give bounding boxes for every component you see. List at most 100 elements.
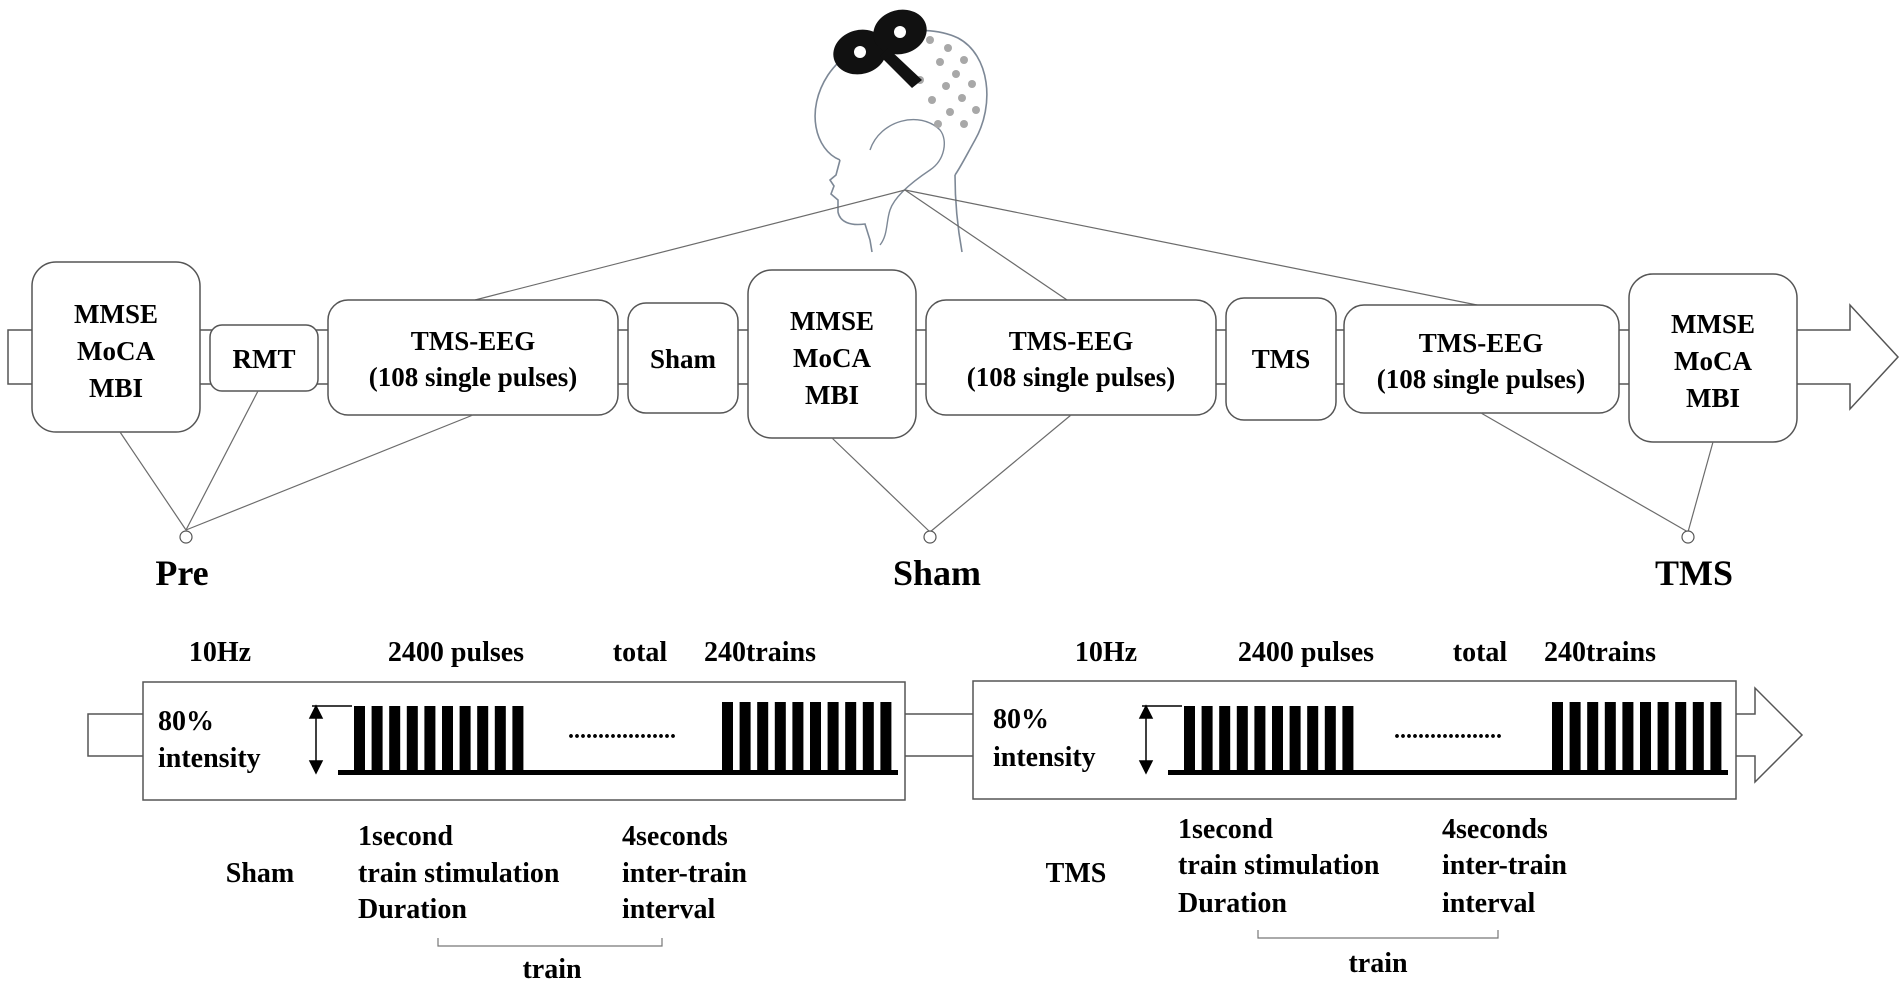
pulse-bar	[1324, 706, 1336, 772]
pulse-bar	[1254, 706, 1266, 772]
phase-label-tms: TMS	[1655, 553, 1733, 593]
pulse-bar	[1552, 702, 1563, 772]
interval-desc-3: interval	[1442, 888, 1536, 919]
pulse-bar	[1604, 702, 1616, 772]
intensity-line2: intensity	[993, 742, 1096, 773]
train-desc-1: 1second	[1178, 814, 1273, 845]
box-text: TMS-EEG	[411, 326, 536, 356]
box-text: (108 single pulses)	[967, 362, 1176, 392]
interval-desc-1: 4seconds	[622, 821, 728, 852]
timeline-box-sham: Sham	[627, 302, 739, 414]
pulse-bar	[1640, 702, 1651, 772]
interval-desc-2: inter-train	[622, 858, 747, 889]
intensity-line2: intensity	[158, 743, 261, 774]
pulse-bar	[442, 706, 453, 772]
intensity-line1: 80%	[158, 706, 214, 737]
protocol-sham: 10Hz 2400 pulses total 240trains 80% int…	[142, 637, 906, 985]
ellipsis: ..................	[1394, 718, 1502, 744]
baseline	[338, 770, 898, 775]
train-label: train	[522, 954, 582, 985]
pulse-bar	[1272, 706, 1283, 772]
pulse-bar	[722, 702, 733, 772]
condition-label: Sham	[226, 858, 294, 889]
pulse-bar	[792, 702, 804, 772]
pulse-bar	[477, 706, 489, 772]
pulse-bar	[1657, 702, 1669, 772]
pulse-bar	[1710, 702, 1722, 772]
phase-node-tms	[1681, 530, 1695, 544]
pulse-bar	[845, 702, 857, 772]
timeline-box-rmt: RMT	[209, 324, 319, 392]
phase-label-sham: Sham	[893, 553, 981, 593]
box-text: MMSE	[1671, 309, 1755, 339]
total-label: total	[1453, 637, 1508, 668]
pulse-bar	[1184, 706, 1195, 772]
pulse-bar	[1587, 702, 1599, 772]
timeline-box-tms: TMS	[1225, 297, 1337, 421]
top-connector-lines	[474, 189, 1483, 307]
pulse-bar	[1692, 702, 1704, 772]
train-desc-2: train stimulation	[358, 858, 560, 889]
timeline-box-tmseeg2: TMS-EEG (108 single pulses)	[925, 299, 1217, 416]
phase-node-pre	[179, 530, 193, 544]
pulse-train-left	[1184, 706, 1354, 772]
pulse-bar	[1622, 702, 1634, 772]
train-desc-2: train stimulation	[1178, 850, 1380, 881]
pulse-bar	[1219, 706, 1231, 772]
box-text: MoCA	[793, 343, 871, 373]
pulse-bar	[810, 702, 821, 772]
box-text: TMS-EEG	[1419, 328, 1544, 358]
pulse-bar	[459, 706, 471, 772]
pulse-bar	[827, 702, 839, 772]
total-label: total	[613, 637, 668, 668]
protocol-section: 10Hz 2400 pulses total 240trains 80% int…	[87, 637, 1804, 985]
box-text: MMSE	[790, 306, 874, 336]
train-desc-3: Duration	[1178, 888, 1287, 919]
box-text: RMT	[233, 344, 296, 374]
pulse-bar	[1675, 702, 1687, 772]
train-label: train	[1348, 948, 1408, 979]
timeline: MMSE MoCA MBI RMT TMS-EEG (108 single pu…	[7, 261, 1900, 443]
frequency-label: 10Hz	[1075, 637, 1137, 668]
pulse-bar	[1342, 706, 1354, 772]
pulse-bar	[494, 706, 506, 772]
box-text: (108 single pulses)	[1377, 364, 1586, 394]
head-with-coil-icon	[814, 9, 988, 253]
pulse-train-right	[722, 702, 892, 772]
timeline-box-tmseeg3: TMS-EEG (108 single pulses)	[1343, 304, 1620, 414]
phase-node-sham	[923, 530, 937, 544]
intensity-line1: 80%	[993, 704, 1049, 735]
pulse-bar	[1236, 706, 1248, 772]
box-text: MMSE	[74, 299, 158, 329]
phase-label-pre: Pre	[155, 553, 208, 593]
pulse-bar	[1569, 702, 1581, 772]
box-text: TMS-EEG	[1009, 326, 1134, 356]
intensity-double-arrow	[1138, 704, 1182, 775]
timeline-box-assess1: MMSE MoCA MBI	[31, 261, 201, 433]
box-text: (108 single pulses)	[369, 362, 578, 392]
protocol-tms: 10Hz 2400 pulses total 240trains 80% int…	[972, 637, 1737, 979]
pulse-bar	[862, 702, 874, 772]
box-text: MBI	[805, 380, 859, 410]
box-text: MBI	[89, 373, 143, 403]
box-text: Sham	[650, 344, 717, 374]
trains-label: 240trains	[1544, 637, 1656, 668]
train-desc-3: Duration	[358, 894, 467, 925]
pulse-bar	[354, 706, 365, 772]
pulse-train-left	[354, 706, 524, 772]
ellipsis: ..................	[568, 718, 676, 744]
pulse-bar	[512, 706, 524, 772]
pulse-bar	[739, 702, 751, 772]
pulses-label: 2400 pulses	[388, 637, 524, 668]
pulse-bar	[880, 702, 892, 772]
interval-desc-3: interval	[622, 894, 716, 925]
pulse-bar	[774, 702, 786, 772]
frequency-label: 10Hz	[189, 637, 251, 668]
box-text: MoCA	[1674, 346, 1752, 376]
train-bracket	[1257, 930, 1499, 939]
timeline-box-tmseeg1: TMS-EEG (108 single pulses)	[327, 299, 619, 416]
train-desc-1: 1second	[358, 821, 453, 852]
timeline-box-assess2: MMSE MoCA MBI	[747, 269, 917, 439]
box-text: MoCA	[77, 336, 155, 366]
